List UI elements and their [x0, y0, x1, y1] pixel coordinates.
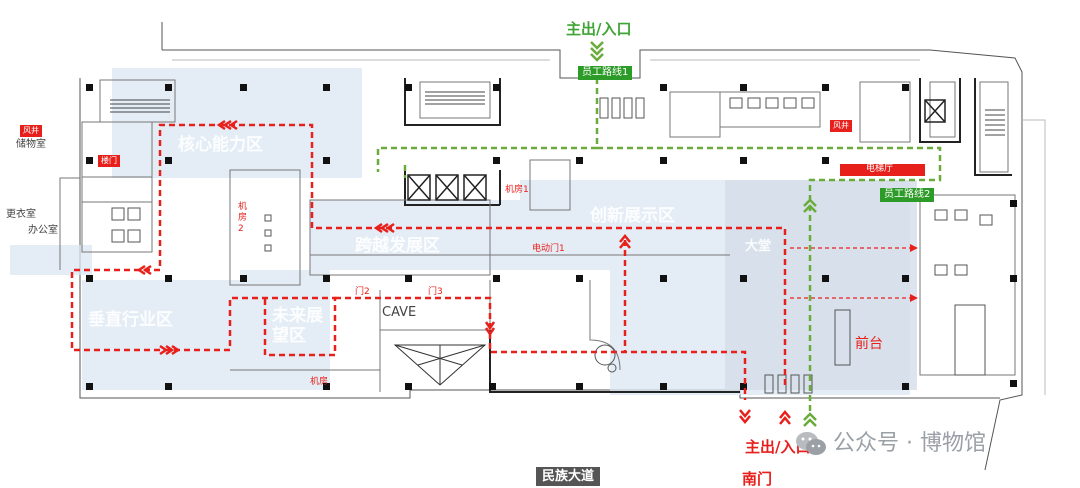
office-label: 办公室 — [28, 225, 58, 236]
thin-walls — [59, 79, 1016, 392]
storage-label: 储物室 — [16, 139, 46, 150]
main-entrance-top-label: 主出/入口 — [566, 20, 632, 38]
cave-room — [393, 344, 487, 386]
power-door-1-label: 电动门1 — [532, 244, 565, 254]
watermark-text: 公众号 · 博物馆 — [833, 431, 986, 456]
south-gate-label: 南门 — [742, 470, 773, 488]
stair-tag-label: 楼门 — [98, 155, 120, 167]
lobby-arrowheads — [910, 244, 918, 302]
furniture — [111, 97, 993, 394]
machine-room-2-label: 机房2 — [238, 202, 248, 234]
wind-well-left-label: 风井 — [20, 125, 42, 137]
zone-lobby: 大堂 — [745, 239, 772, 254]
wind-well-right-label: 风井 — [830, 120, 852, 132]
wechat-icon — [796, 432, 826, 455]
elevator-hall-label: 电梯厅 — [866, 164, 894, 174]
machine-room-1-label: 机房1 — [505, 185, 529, 195]
staff-route — [376, 78, 942, 415]
elevator-shafts — [407, 99, 946, 201]
main-entrance-bottom-label: 主出/入口 — [745, 438, 811, 456]
zone-innovation-display: 创新展示区 — [590, 206, 675, 226]
visitor-route — [70, 123, 787, 400]
road-label: 民族大道 — [536, 467, 601, 486]
visitor-chevrons — [136, 119, 791, 425]
zone-front-desk: 前台 — [855, 336, 883, 352]
changing-room-label: 更衣室 — [6, 209, 36, 220]
zone-vertical-industry: 垂直行业区 — [88, 310, 173, 330]
interior-walls — [404, 78, 1012, 393]
staff-route-2-badge: 员工路线2 — [880, 188, 935, 202]
machine-room-bottom-label: 机房 — [310, 377, 329, 387]
cave-label: CAVE — [382, 305, 417, 320]
door-2-label: 门2 — [355, 287, 370, 297]
structural-columns — [86, 84, 1017, 390]
zone-future-outlook: 未来展望区 — [272, 306, 323, 346]
staff-route-1-badge: 员工路线1 — [578, 66, 633, 80]
lobby-area — [725, 180, 917, 390]
elevator-hall-band — [840, 164, 925, 176]
staff-chevrons — [590, 41, 817, 427]
zone-cross-development: 跨越发展区 — [355, 236, 440, 256]
stairs — [110, 91, 1005, 136]
watermark: 公众号 · 博物馆 — [795, 430, 986, 458]
zone-core-capability: 核心能力区 — [178, 135, 263, 155]
door-3-label: 门3 — [428, 287, 443, 297]
